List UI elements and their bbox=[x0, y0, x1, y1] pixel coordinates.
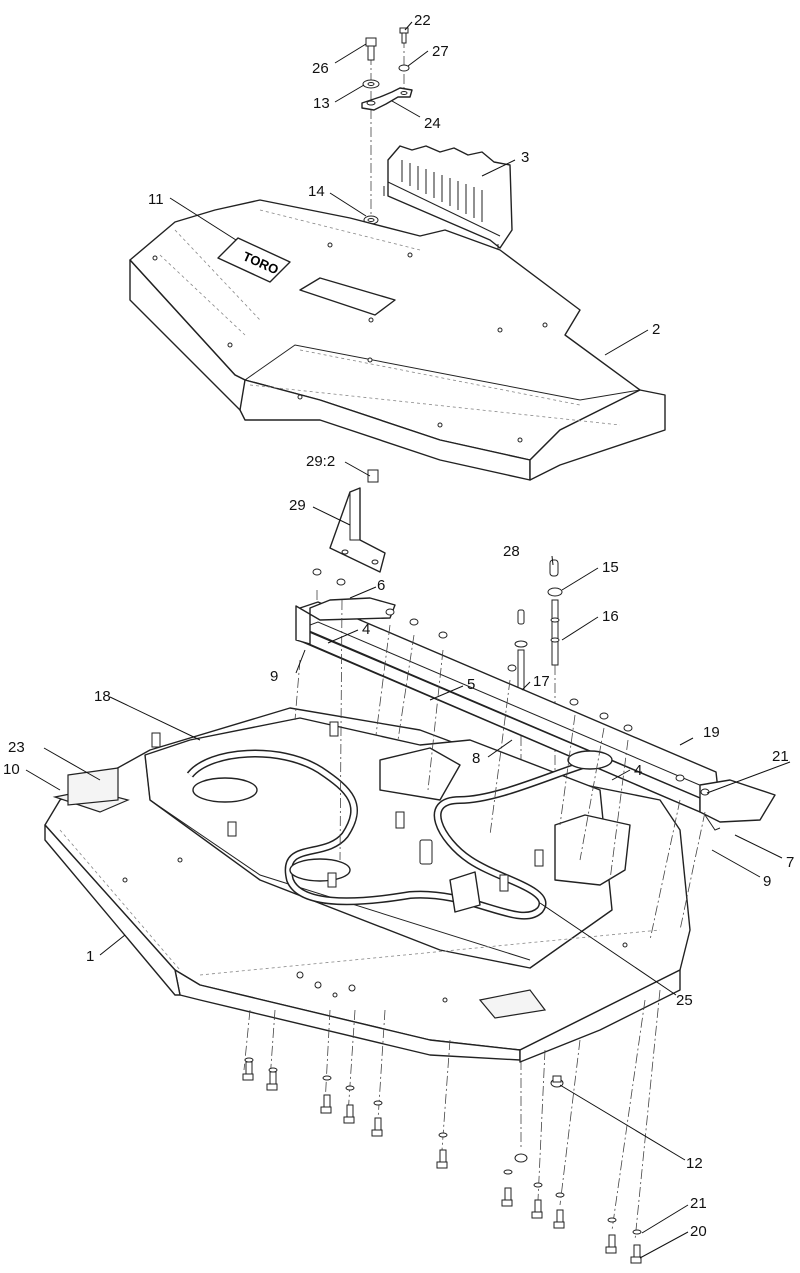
bushing-17 bbox=[514, 640, 528, 648]
decal-11 bbox=[217, 237, 291, 283]
callout-27: 27 bbox=[432, 43, 449, 60]
callout-25: 25 bbox=[676, 992, 693, 1009]
callout-24: 24 bbox=[424, 115, 441, 132]
callout-29: 29 bbox=[289, 497, 306, 514]
callout-5: 5 bbox=[467, 676, 475, 693]
callout-20: 20 bbox=[690, 1223, 707, 1240]
bolt-head-26 bbox=[365, 37, 377, 47]
deck-cover-2: TORO bbox=[129, 199, 666, 481]
callout-11: 11 bbox=[148, 191, 164, 208]
end-plate-6 bbox=[295, 597, 396, 645]
callout-18: 18 bbox=[94, 688, 111, 705]
callout-4-right: 4 bbox=[634, 762, 642, 779]
decal-plate bbox=[299, 277, 396, 316]
callout-19: 19 bbox=[703, 724, 720, 741]
deck-holes bbox=[122, 857, 628, 1003]
bracket-29 bbox=[329, 487, 386, 573]
callout-17: 17 bbox=[533, 673, 550, 690]
callout-9-left: 9 bbox=[270, 668, 278, 685]
leader-lines bbox=[25, 21, 791, 1259]
callout-3: 3 bbox=[521, 149, 529, 166]
callout-12: 12 bbox=[686, 1155, 703, 1172]
callout-16: 16 bbox=[602, 608, 619, 625]
vent-shield-3 bbox=[383, 145, 513, 256]
callout-6: 6 bbox=[377, 577, 385, 594]
top-hardware-group bbox=[361, 27, 413, 330]
callout-9-right: 9 bbox=[763, 873, 771, 890]
rail-nuts bbox=[312, 568, 710, 796]
callout-29-2: 29:2 bbox=[306, 453, 335, 470]
callout-7: 7 bbox=[786, 854, 794, 871]
bushing-15 bbox=[547, 587, 563, 597]
end-plate-7 bbox=[699, 779, 776, 823]
callout-26: 26 bbox=[312, 60, 329, 77]
cover-holes bbox=[152, 242, 548, 443]
mower-deck-1 bbox=[44, 707, 691, 1063]
callout-21-top: 21 bbox=[772, 748, 789, 765]
spacer-29-2 bbox=[367, 469, 379, 483]
callout-22: 22 bbox=[414, 12, 431, 29]
callout-28: 28 bbox=[503, 543, 520, 560]
callout-23: 23 bbox=[8, 739, 25, 756]
callout-8: 8 bbox=[472, 750, 480, 767]
decal-23 bbox=[67, 767, 119, 806]
callout-15: 15 bbox=[602, 559, 619, 576]
screw-shank-22 bbox=[401, 32, 407, 44]
callout-21-bottom: 21 bbox=[690, 1195, 707, 1212]
callout-labels: 26 22 27 13 24 3 14 11 2 29:2 29 28 15 1… bbox=[3, 12, 794, 1240]
callout-10: 10 bbox=[3, 761, 20, 778]
vent-slots bbox=[401, 160, 483, 222]
callout-1: 1 bbox=[86, 948, 94, 965]
washer-27 bbox=[398, 64, 410, 72]
assembly-centerlines bbox=[243, 590, 706, 1241]
callout-4-top: 4 bbox=[362, 621, 370, 638]
cap-28 bbox=[549, 559, 559, 577]
shaft-16 bbox=[551, 599, 559, 666]
callout-13: 13 bbox=[313, 95, 330, 112]
bolt-shank-26 bbox=[367, 45, 375, 61]
screw-head-22 bbox=[399, 27, 409, 34]
callout-2: 2 bbox=[652, 321, 660, 338]
bottom-bolts bbox=[242, 1057, 642, 1264]
callout-14: 14 bbox=[308, 183, 325, 200]
